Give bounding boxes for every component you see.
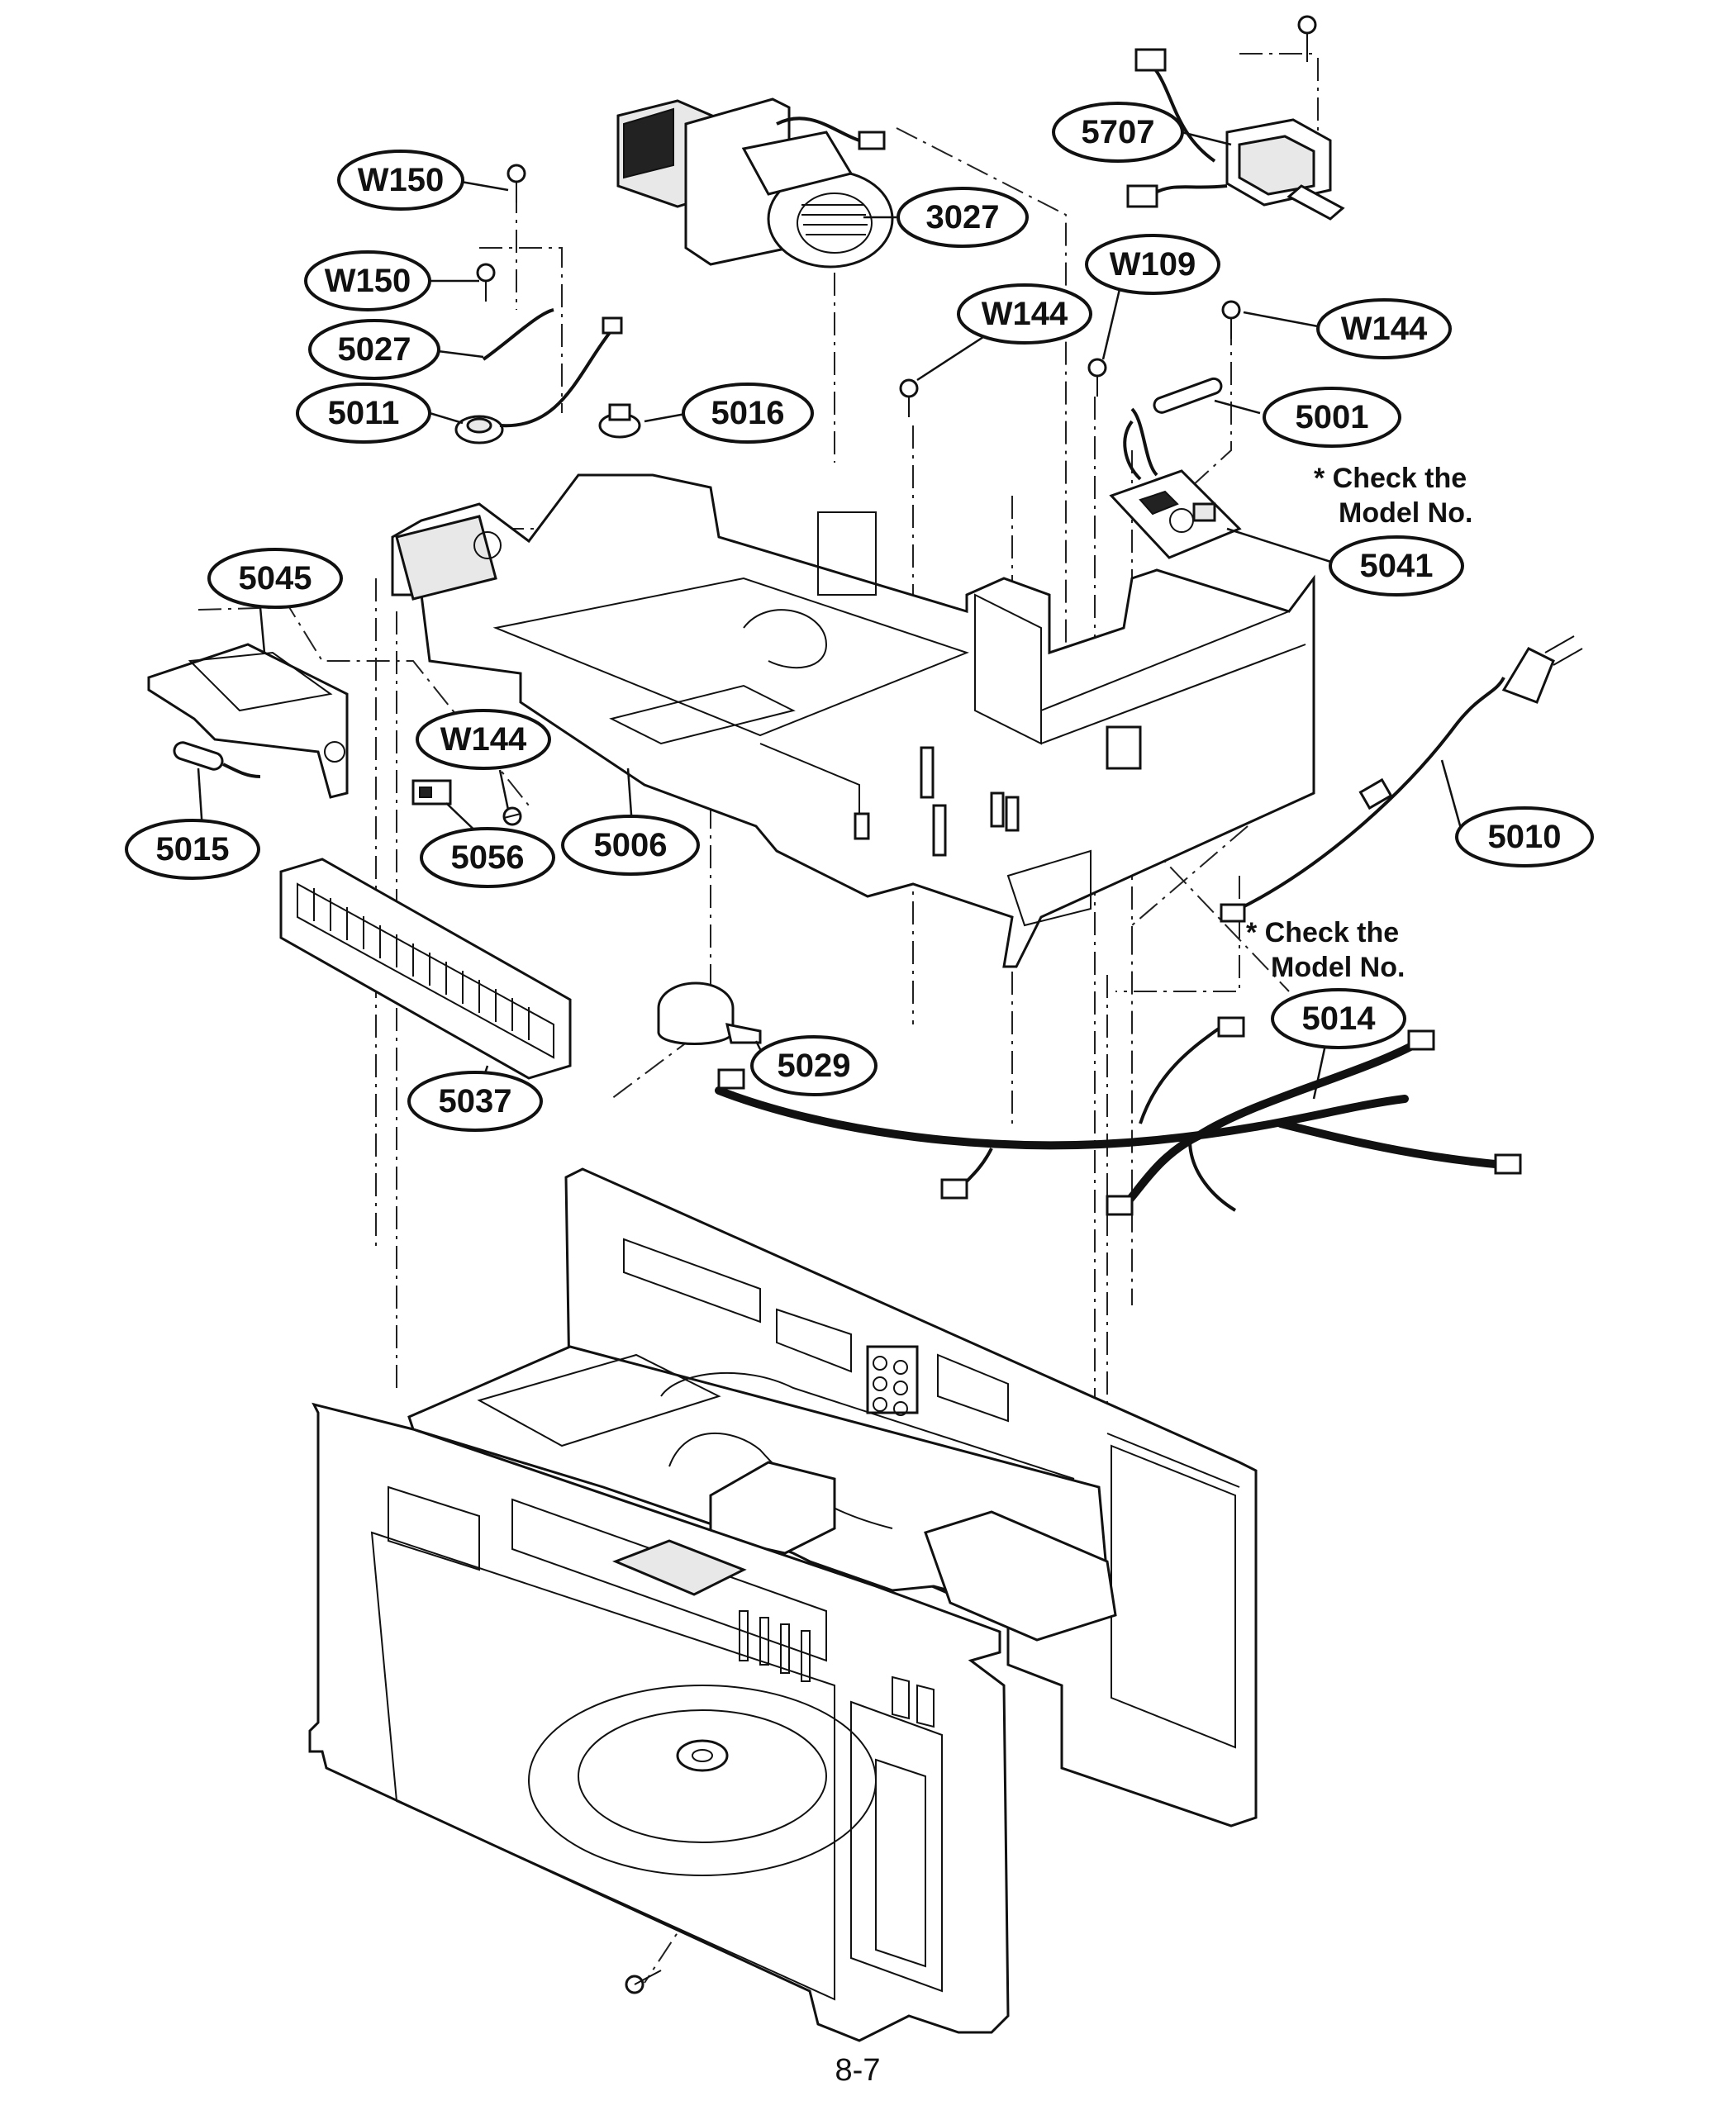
svg-text:W144: W144	[440, 721, 527, 758]
label-w150-a: W150	[337, 150, 464, 211]
svg-text:5016: 5016	[711, 395, 785, 431]
svg-text:5037: 5037	[439, 1083, 512, 1119]
svg-text:5010: 5010	[1488, 819, 1562, 855]
screws	[476, 164, 1241, 1994]
check-model-note-top: * Check the Model No.	[1314, 463, 1472, 529]
turntable-motor-5029	[657, 981, 762, 1045]
transformer-5707	[1126, 15, 1345, 221]
svg-text:5015: 5015	[156, 831, 230, 867]
lamp-housing-5045	[147, 643, 349, 799]
label-5027: 5027	[308, 319, 440, 380]
label-5010: 5010	[1455, 806, 1594, 867]
svg-text:W109: W109	[1110, 246, 1196, 283]
svg-text:5045: 5045	[239, 560, 312, 596]
svg-text:5006: 5006	[594, 827, 668, 863]
screw-bottom	[625, 1970, 662, 1994]
label-5037: 5037	[407, 1071, 543, 1132]
noise-filter-board-5041	[1109, 420, 1242, 559]
label-5001: 5001	[1263, 387, 1401, 448]
power-cord-5010	[1220, 635, 1583, 923]
thermostat-5011	[454, 308, 623, 444]
svg-text:W150: W150	[358, 162, 445, 198]
label-w150-b: W150	[304, 250, 431, 311]
wire-harness-5014	[715, 1016, 1522, 1216]
fuse-5001	[1130, 377, 1223, 477]
svg-text:Model No.: Model No.	[1339, 497, 1472, 529]
screw-w109	[1087, 358, 1107, 397]
svg-text:5014: 5014	[1302, 1000, 1377, 1037]
label-5707: 5707	[1052, 102, 1184, 163]
screw-w144-right	[1221, 300, 1241, 339]
label-w144-c: W144	[416, 709, 551, 770]
svg-text:* Check the: * Check the	[1314, 463, 1467, 494]
label-5029: 5029	[750, 1035, 878, 1096]
svg-text:* Check the: * Check the	[1246, 917, 1399, 948]
label-5041: 5041	[1329, 535, 1464, 596]
lamp-switch-5056	[411, 779, 452, 806]
oven-cavity-chassis	[308, 1167, 1258, 2042]
label-5045: 5045	[207, 548, 343, 609]
label-5016: 5016	[682, 383, 814, 444]
svg-text:3027: 3027	[926, 199, 1000, 235]
label-5056: 5056	[420, 827, 555, 888]
label-w144-b: W144	[1316, 298, 1452, 359]
check-model-note-middle: * Check the Model No.	[1246, 917, 1405, 983]
part-labels: W150 W150 5027 5011 5016 3027 5707 W144	[125, 102, 1594, 1132]
svg-text:5001: 5001	[1296, 399, 1369, 435]
page-number: 8-7	[835, 2053, 881, 2088]
svg-text:W144: W144	[982, 296, 1068, 332]
base-plate-5006	[391, 473, 1315, 968]
svg-text:5707: 5707	[1082, 114, 1155, 150]
label-w144-a: W144	[957, 283, 1092, 345]
screw-w150-top	[507, 164, 526, 202]
svg-text:Model No.: Model No.	[1271, 952, 1405, 983]
blower-motor-3027	[616, 97, 894, 269]
svg-text:5011: 5011	[328, 395, 400, 431]
svg-text:5041: 5041	[1360, 548, 1434, 584]
lamp-socket-5015	[173, 741, 261, 778]
svg-text:5056: 5056	[451, 839, 525, 876]
label-w109: W109	[1085, 234, 1220, 295]
screw-w150-second	[476, 263, 496, 302]
screw-w144-left	[899, 378, 919, 417]
screw-w144-lower	[502, 806, 522, 826]
label-5011: 5011	[296, 383, 431, 444]
svg-text:5027: 5027	[338, 331, 411, 368]
label-5015: 5015	[125, 819, 260, 880]
label-3027: 3027	[897, 187, 1029, 248]
svg-text:W144: W144	[1341, 311, 1428, 347]
thermostat-5016	[598, 403, 641, 439]
svg-text:W150: W150	[325, 263, 411, 299]
svg-text:5029: 5029	[778, 1048, 851, 1084]
label-5014: 5014	[1271, 988, 1406, 1049]
label-5006: 5006	[561, 815, 700, 876]
vent-grille-5037	[279, 858, 572, 1080]
